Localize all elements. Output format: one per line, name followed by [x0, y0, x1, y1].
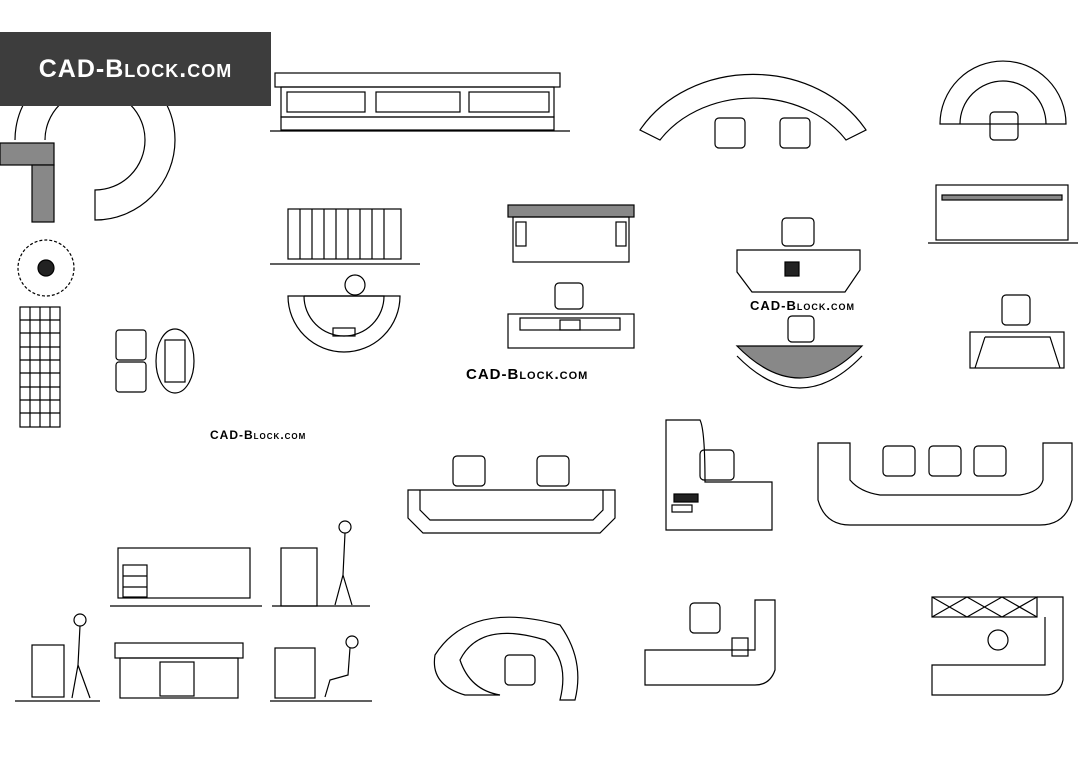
watermark-text: CAD-Block.com: [210, 428, 307, 442]
desk-side-elevation-with-person: [272, 520, 370, 607]
reception-desk-elevation-long: [270, 72, 570, 132]
grid-cabinet: [19, 306, 61, 428]
seating-with-oval-table: [115, 328, 195, 394]
rectangular-desk-with-chair: [507, 282, 635, 349]
cad-block-logo: CAD-Block.com: [0, 32, 271, 106]
semicircle-desk-with-person: [287, 274, 401, 353]
desk-elevation-striped: [270, 208, 420, 265]
l-desk-with-chair-and-computer: [665, 419, 773, 531]
desk-elevation-right: [928, 184, 1078, 244]
reception-counter-with-standing-person: [15, 613, 100, 702]
curved-hatched-desk: [735, 315, 864, 389]
spiral-curved-desk: [433, 616, 579, 701]
desk-elevation-ornate: [507, 204, 635, 263]
desk-with-seated-person: [270, 635, 372, 702]
long-desk-two-chairs: [407, 455, 616, 534]
office-desk-elevation: [110, 547, 262, 607]
corner-desk-with-chair: [644, 599, 776, 686]
reception-counter-front-elevation: [114, 642, 244, 699]
angled-desk-with-chair: [736, 217, 861, 293]
semicircle-desk-with-chair: [939, 60, 1067, 141]
watermark-text: CAD-Block.com: [750, 298, 855, 313]
plant-icon: [17, 239, 75, 297]
l-desk-with-shelves-and-person: [931, 596, 1064, 696]
u-desk-three-chairs: [817, 442, 1073, 526]
curved-desk-with-two-chairs: [639, 73, 867, 149]
watermark-text: CAD-Block.com: [466, 366, 589, 383]
small-desk-with-chair-right: [969, 294, 1065, 369]
